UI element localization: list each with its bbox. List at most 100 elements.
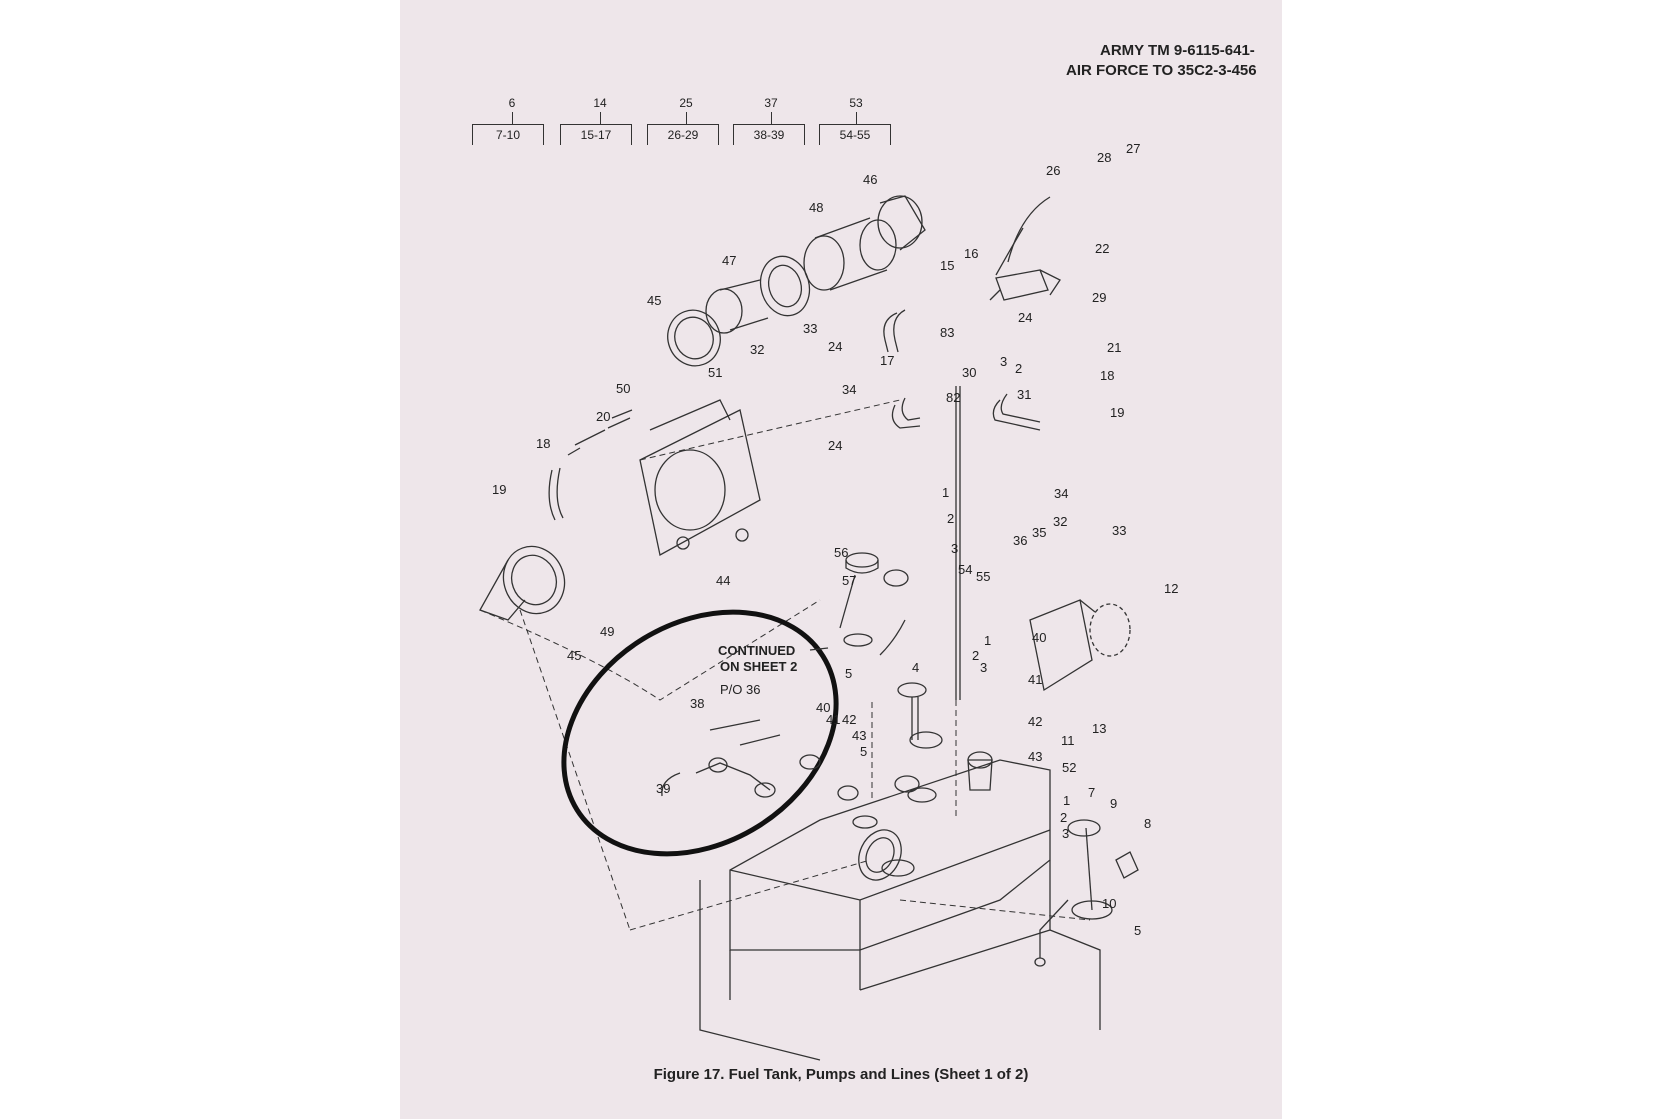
- ref-range: 54-55: [819, 124, 891, 145]
- callout-label: 18: [1100, 368, 1114, 383]
- callout-label: 83: [940, 325, 954, 340]
- callout-label: 2: [1015, 361, 1022, 376]
- callout-label: 34: [1054, 486, 1068, 501]
- manual-page: ARMY TM 9-6115-641- AIR FORCE TO 35C2-3-…: [400, 0, 1282, 1119]
- callout-label: 33: [803, 321, 817, 336]
- ref-range: 7-10: [472, 124, 544, 145]
- continued-text: ON SHEET 2: [720, 659, 797, 674]
- callout-label: 48: [809, 200, 823, 215]
- callout-label: 12: [1164, 581, 1178, 596]
- callout-label: 57: [842, 573, 856, 588]
- fuel-tank: [699, 759, 1101, 1061]
- callout-label: 13: [1092, 721, 1106, 736]
- fuel-level-sender: [839, 552, 1139, 967]
- callout-label: 43: [852, 728, 866, 743]
- callout-label: 2: [972, 648, 979, 663]
- callout-label: 47: [722, 253, 736, 268]
- callout-label: 8: [1144, 816, 1151, 831]
- callout-label: 28: [1097, 150, 1111, 165]
- callout-label: 2: [947, 511, 954, 526]
- callout-label: 29: [1092, 290, 1106, 305]
- ref-item-number: 14: [593, 96, 607, 110]
- callout-label: 39: [656, 781, 670, 796]
- callout-label: 10: [1102, 896, 1116, 911]
- leader-lines: [479, 399, 1091, 931]
- continued-arrow: [809, 647, 829, 651]
- callout-label: 49: [600, 624, 614, 639]
- ref-line: [856, 112, 858, 124]
- callout-label: 36: [1013, 533, 1027, 548]
- callout-label: 24: [1018, 310, 1032, 325]
- callout-label: 9: [1110, 796, 1117, 811]
- callout-label: 5: [1134, 923, 1141, 938]
- callout-label: 32: [1053, 514, 1067, 529]
- callout-label: 3: [951, 541, 958, 556]
- callout-label: 27: [1126, 141, 1140, 156]
- callout-label: 22: [1095, 241, 1109, 256]
- callout-label: 24: [828, 339, 842, 354]
- continued-note: CONTINUED ON SHEET 2: [718, 643, 797, 674]
- callout-label: 3: [1000, 354, 1007, 369]
- highlight-oval: [561, 609, 839, 857]
- callout-label: 30: [962, 365, 976, 380]
- header-army-tm: ARMY TM 9-6115-641-: [1100, 42, 1255, 59]
- callout-label: 2: [1060, 810, 1067, 825]
- callout-label: 38: [690, 696, 704, 711]
- ref-line: [512, 112, 514, 124]
- callout-label: 41: [1028, 672, 1042, 687]
- callout-label: 1: [984, 633, 991, 648]
- figure-caption: Figure 17. Fuel Tank, Pumps and Lines (S…: [653, 1066, 1029, 1083]
- callout-label: 19: [492, 482, 506, 497]
- callout-label: 56: [834, 545, 848, 560]
- circled-fittings: [661, 719, 859, 801]
- callout-label: 15: [940, 258, 954, 273]
- filler-neck-assembly: [667, 195, 926, 367]
- callout-label: 1: [942, 485, 949, 500]
- ref-item-number: 37: [764, 96, 778, 110]
- continued-text: CONTINUED: [718, 643, 795, 658]
- callout-label: 32: [750, 342, 764, 357]
- callout-label: 16: [964, 246, 978, 261]
- callout-label: 21: [1107, 340, 1121, 355]
- callout-label: 3: [980, 660, 987, 675]
- callout-label: 51: [708, 365, 722, 380]
- callout-label: 4: [912, 660, 919, 675]
- ref-item-number: 6: [508, 96, 516, 110]
- callout-label: 20: [596, 409, 610, 424]
- fuel-pump: [989, 269, 1131, 692]
- ref-item-number: 53: [849, 96, 863, 110]
- exploded-parts-drawing: 46 48 47 45 33 32 24 51 34 50 20 24 18 1…: [479, 141, 1178, 1061]
- callout-label: 35: [1032, 525, 1046, 540]
- fuel-lines: [548, 196, 1051, 700]
- callout-label: 7: [1088, 785, 1095, 800]
- callout-label: 17: [880, 353, 894, 368]
- callout-label: 5: [860, 744, 867, 759]
- callout-label: 44: [716, 573, 730, 588]
- ref-item-number: 25: [679, 96, 693, 110]
- callout-label: 5: [845, 666, 852, 681]
- ref-range: 15-17: [560, 124, 632, 145]
- callout-label: 3: [1062, 826, 1069, 841]
- callout-label: 45: [647, 293, 661, 308]
- callout-label: 34: [842, 382, 856, 397]
- callout-label: 26: [1046, 163, 1060, 178]
- callout-label: 31: [1017, 387, 1031, 402]
- ref-range: 38-39: [733, 124, 805, 145]
- callout-label: 42: [1028, 714, 1042, 729]
- ref-range: 26-29: [647, 124, 719, 145]
- callout-numbers: 46 48 47 45 33 32 24 51 34 50 20 24 18 1…: [492, 141, 1178, 938]
- callout-label: 18: [536, 436, 550, 451]
- callout-label: 42: [842, 712, 856, 727]
- ref-line: [600, 112, 602, 124]
- callout-label: 52: [1062, 760, 1076, 775]
- lower-filler-hose: [479, 545, 566, 621]
- callout-label: 82: [946, 390, 960, 405]
- callout-label: P/O 36: [720, 682, 760, 697]
- callout-label: 24: [828, 438, 842, 453]
- callout-label: 40: [816, 700, 830, 715]
- callout-label: 46: [863, 172, 877, 187]
- header-air-force-to: AIR FORCE TO 35C2-3-456: [1066, 62, 1257, 79]
- callout-label: 33: [1112, 523, 1126, 538]
- mounting-bracket: [639, 399, 761, 556]
- callout-label: 1: [1063, 793, 1070, 808]
